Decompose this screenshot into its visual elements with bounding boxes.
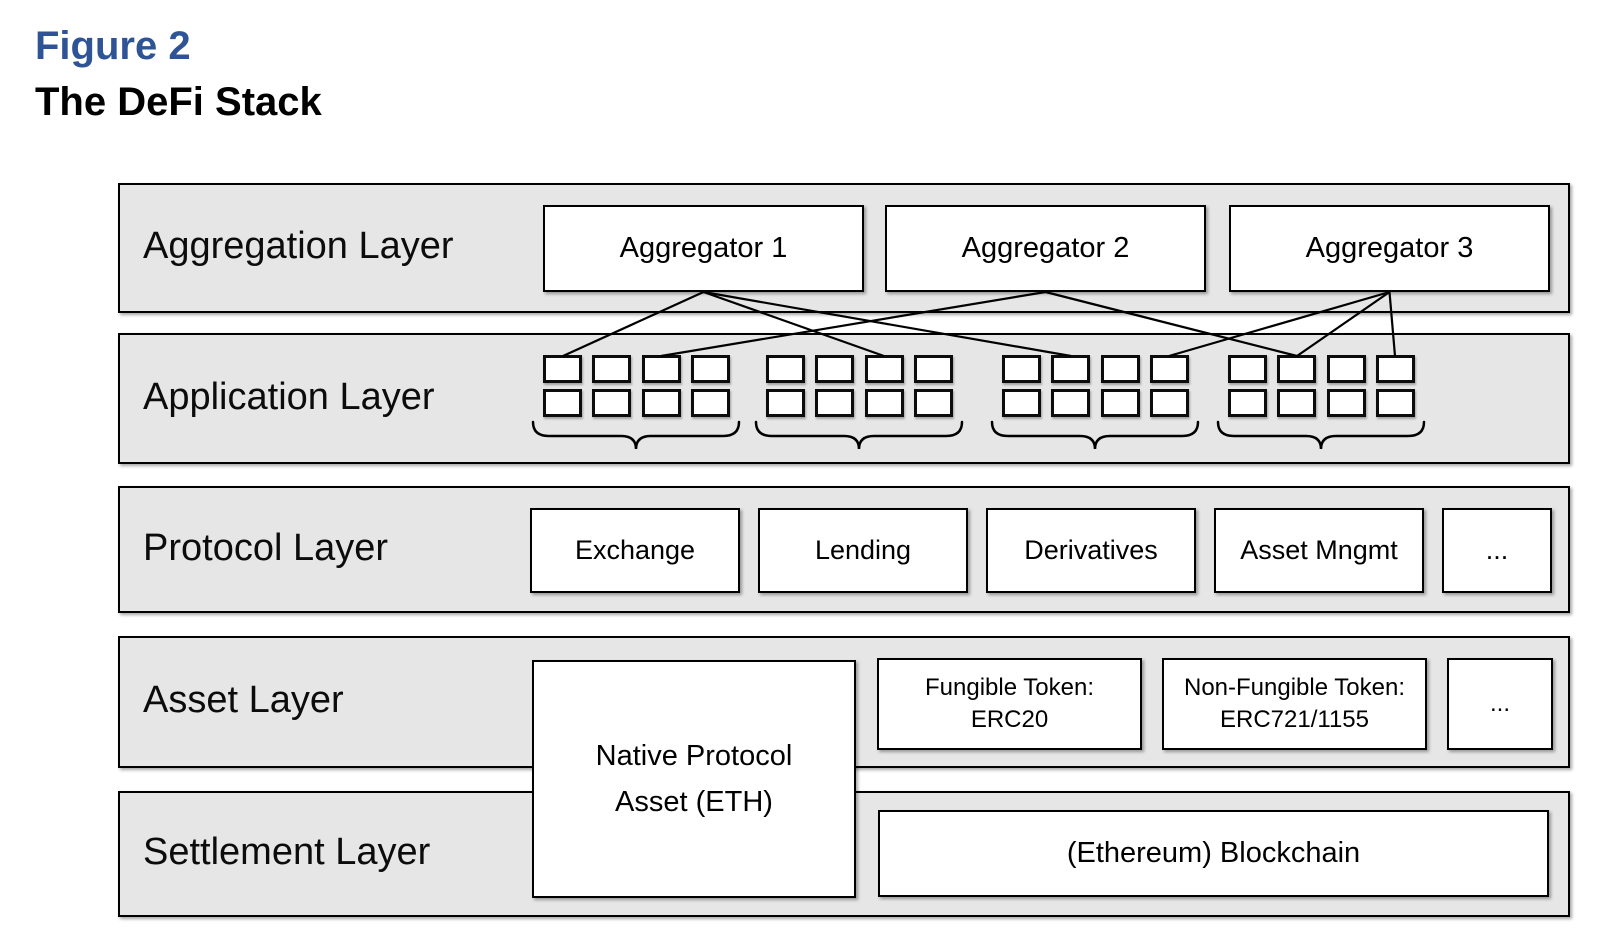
native-protocol-asset-label-line: Native Protocol	[595, 739, 793, 772]
figure-title: The DeFi Stack	[35, 80, 322, 124]
layer-label-settlement: Settlement Layer	[143, 831, 431, 873]
aggregator-box-label: Aggregator 2	[961, 232, 1130, 264]
application-box	[1277, 389, 1316, 417]
application-box	[1327, 355, 1366, 383]
aggregator-box-label: Aggregator 1	[619, 232, 788, 264]
application-box	[914, 355, 953, 383]
protocol-box-label: Asset Mngmt	[1240, 535, 1398, 565]
asset-token-box: Fungible Token: ERC20	[877, 658, 1142, 750]
application-box	[592, 355, 631, 383]
asset-token-box-label-line: ERC721/1155	[1220, 706, 1369, 733]
application-box	[1228, 389, 1267, 417]
application-box	[592, 389, 631, 417]
protocol-box: Derivatives	[986, 508, 1196, 593]
application-box	[1327, 389, 1366, 417]
application-box	[691, 355, 730, 383]
blockchain-box: (Ethereum) Blockchain	[878, 810, 1549, 897]
application-box	[1101, 389, 1140, 417]
aggregator-box: Aggregator 2	[885, 205, 1206, 292]
application-box	[1376, 389, 1415, 417]
asset-token-box: Non-Fungible Token: ERC721/1155	[1162, 658, 1427, 750]
application-box	[1277, 355, 1316, 383]
application-box	[543, 355, 582, 383]
application-box	[543, 389, 582, 417]
protocol-box: Lending	[758, 508, 968, 593]
asset-token-box-label-line: Fungible Token:	[924, 673, 1094, 701]
application-box	[1101, 355, 1140, 383]
application-box	[815, 389, 854, 417]
application-box	[815, 355, 854, 383]
asset-token-box: ...	[1447, 658, 1553, 750]
layer-label-application: Application Layer	[143, 375, 435, 418]
protocol-box: ...	[1442, 508, 1552, 593]
protocol-box: Exchange	[530, 508, 740, 593]
application-box	[766, 389, 805, 417]
application-box	[865, 389, 904, 417]
protocol-box: Asset Mngmt	[1214, 508, 1424, 593]
layer-label-asset: Asset Layer	[143, 679, 344, 721]
protocol-box-label: Derivatives	[1024, 535, 1158, 565]
asset-token-box-label-line: ...	[1489, 689, 1510, 717]
application-box	[865, 355, 904, 383]
application-box	[1228, 355, 1267, 383]
application-box	[642, 355, 681, 383]
application-box	[1376, 355, 1415, 383]
application-box	[1150, 389, 1189, 417]
layer-label-aggregation: Aggregation Layer	[143, 225, 454, 267]
application-box	[766, 355, 805, 383]
aggregator-box: Aggregator 1	[543, 205, 864, 292]
application-box	[1051, 389, 1090, 417]
application-box	[1002, 355, 1041, 383]
asset-token-box-label-line: ERC20	[970, 706, 1049, 733]
application-box	[914, 389, 953, 417]
asset-token-box-label-line: Non-Fungible Token:	[1183, 673, 1406, 701]
figure-number-label: Figure 2	[35, 24, 191, 68]
protocol-box-label: ...	[1485, 535, 1509, 565]
layer-label-protocol: Protocol Layer	[143, 526, 389, 569]
aggregator-box-label: Aggregator 3	[1305, 232, 1474, 264]
aggregator-box: Aggregator 3	[1229, 205, 1550, 292]
application-box	[1002, 389, 1041, 417]
protocol-box-label: Exchange	[574, 535, 696, 565]
blockchain-box-label: (Ethereum) Blockchain	[1066, 837, 1361, 869]
application-box	[691, 389, 730, 417]
application-box	[1150, 355, 1189, 383]
native-protocol-asset-label-line: Asset (ETH)	[615, 786, 773, 818]
application-box	[1051, 355, 1090, 383]
protocol-box-label: Lending	[814, 535, 912, 565]
application-box	[642, 389, 681, 417]
